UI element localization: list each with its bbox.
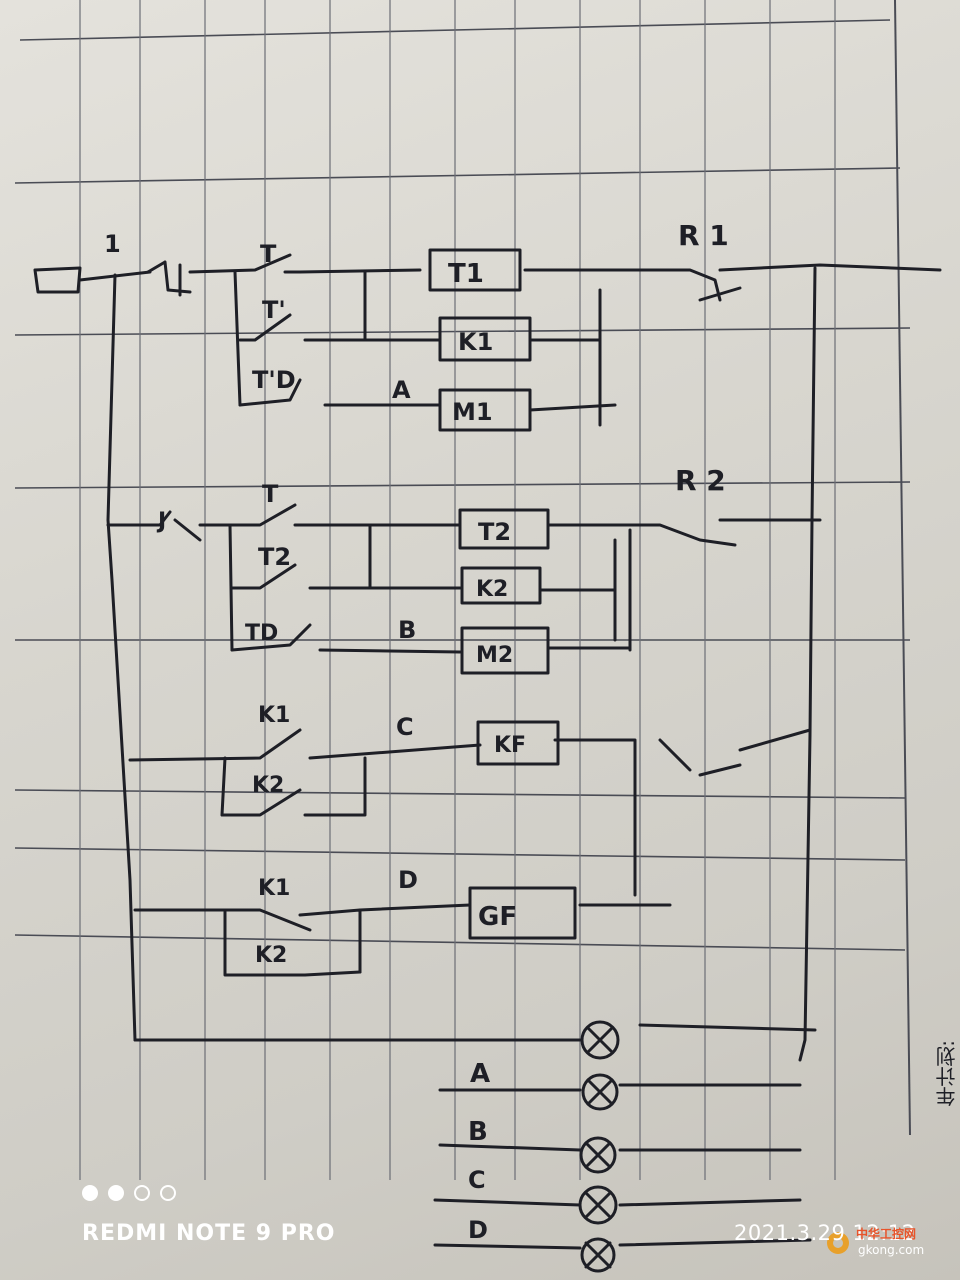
site-name: 中华工控网 bbox=[856, 1227, 917, 1241]
timestamp: 2021.3.29 12:12 bbox=[734, 1221, 916, 1245]
contact-t1-hold-label: T' bbox=[262, 296, 286, 324]
coil-t2-label: T2 bbox=[478, 518, 511, 546]
coil-m2-label: M2 bbox=[476, 643, 513, 668]
rung-1 bbox=[146, 248, 942, 432]
coil-kf-label: KF bbox=[494, 733, 526, 758]
node-1-label: 1 bbox=[104, 230, 121, 258]
dot-icon bbox=[160, 1185, 176, 1201]
coil-m1-label: M1 bbox=[452, 398, 493, 426]
ruled-lines bbox=[14, 0, 911, 1180]
watermark-dots bbox=[82, 1185, 176, 1201]
camera-watermark: REDMI NOTE 9 PRO 2021.3.29 12:12 bbox=[40, 1185, 920, 1265]
dot-icon bbox=[134, 1185, 150, 1201]
line-b-label: B bbox=[398, 616, 416, 644]
dot-icon bbox=[108, 1185, 124, 1201]
coil-k1-label: K1 bbox=[458, 328, 493, 356]
relay-r1-label: R 1 bbox=[678, 219, 729, 252]
lamp-group bbox=[433, 1020, 620, 1273]
margin-note: 年计划: bbox=[935, 1040, 959, 1107]
left-rail bbox=[33, 266, 582, 1042]
relay-r2-label: R 2 bbox=[675, 464, 726, 497]
line-c-label: C bbox=[396, 713, 414, 741]
rung-3 bbox=[128, 720, 812, 897]
coil-k2-label: K2 bbox=[476, 577, 508, 602]
contact-t1-off-label: T'D bbox=[252, 366, 296, 394]
device-name: REDMI NOTE 9 PRO bbox=[82, 1221, 336, 1246]
lamp-d-label: D bbox=[468, 1216, 488, 1244]
contact-t2-label: T bbox=[262, 480, 279, 508]
lamp-a-label: A bbox=[470, 1059, 490, 1089]
coil-t1-label: T1 bbox=[448, 259, 484, 289]
right-rail bbox=[618, 266, 817, 1247]
dot-icon bbox=[82, 1185, 98, 1201]
contact-k2-label: K2 bbox=[252, 773, 284, 798]
line-a-label: A bbox=[392, 376, 411, 404]
lamp-b-label: B bbox=[468, 1117, 488, 1147]
gear-icon bbox=[827, 1232, 849, 1254]
coil-gf-label: GF bbox=[478, 902, 517, 932]
line-d-label: D bbox=[398, 866, 418, 894]
lamp-c-label: C bbox=[468, 1166, 486, 1194]
site-url: gkong.com bbox=[858, 1243, 925, 1257]
contact-t2-hold-label: T2 bbox=[258, 543, 291, 571]
switch-2-label: J bbox=[156, 509, 166, 534]
contact-k2-b-label: K2 bbox=[255, 943, 287, 968]
contact-k1-label: K1 bbox=[258, 703, 290, 728]
contact-k1-b-label: K1 bbox=[258, 876, 290, 901]
contact-t2-off-label: TD bbox=[245, 621, 278, 646]
rung-2 bbox=[106, 503, 822, 675]
rung-4 bbox=[133, 886, 672, 977]
contact-t1-label: T bbox=[260, 240, 277, 268]
